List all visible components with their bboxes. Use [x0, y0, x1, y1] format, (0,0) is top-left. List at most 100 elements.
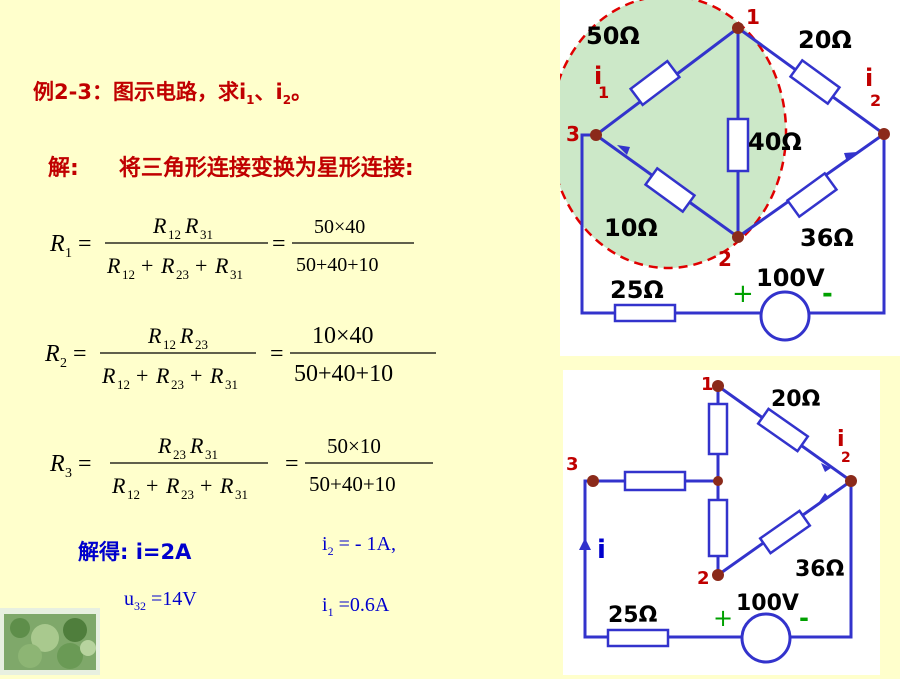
node-1-label: 1	[746, 5, 760, 29]
eq-den-r: R	[155, 363, 170, 388]
result-u32: u32 =14V	[124, 588, 197, 613]
top-wires	[580, 26, 886, 315]
title-i2-sub: 2	[282, 93, 292, 108]
eq-den-value: 50+40+10	[309, 472, 396, 496]
plus-sign: +	[732, 279, 754, 309]
resistor-36	[785, 171, 839, 219]
circuit-bottom-panel: 20Ω 36Ω 25Ω 100V 1 2 3 i 2 i + -	[563, 370, 880, 675]
title-suffix: 。	[291, 80, 313, 104]
label-20b: 20Ω	[771, 387, 821, 412]
resistor-36b	[758, 509, 812, 555]
label-36: 36Ω	[800, 224, 854, 252]
eq-equals: =	[78, 231, 92, 257]
label-10: 10Ω	[604, 214, 658, 242]
eq-den-r: R	[209, 363, 224, 388]
eq-den-plus: +	[146, 473, 158, 498]
top-arrows	[617, 145, 857, 162]
eq-num-a: R	[152, 213, 167, 238]
eq-num-a-sub: 12	[163, 337, 176, 352]
problem-title: 例2-3：图示电路，求i1、i2。	[33, 76, 312, 107]
eq-num-value: 50×40	[314, 216, 365, 238]
eq-equals: =	[73, 341, 87, 367]
node-1b-dot	[712, 380, 724, 392]
eq-num-a: R	[147, 323, 162, 348]
circuit-bottom-diagram: 20Ω 36Ω 25Ω 100V 1 2 3 i 2 i + -	[566, 374, 857, 664]
node-3-label: 3	[566, 122, 580, 146]
plus-sign-b: +	[713, 604, 733, 632]
title-separator: 、	[254, 80, 276, 104]
eq-equals-2: =	[270, 341, 284, 367]
voltage-source-b	[740, 612, 792, 664]
i2-label: i	[865, 64, 873, 92]
top-nodes	[590, 22, 890, 243]
eq-num-b-sub: 23	[195, 337, 208, 352]
eq-equals-2: =	[285, 451, 299, 477]
node-1-dot	[732, 22, 744, 34]
eq-num-value: 50×10	[327, 434, 381, 458]
label-36b: 36Ω	[795, 557, 845, 582]
eq-num-a-sub: 12	[168, 227, 181, 242]
eq-den-sub: 31	[230, 267, 243, 282]
resistor-r1	[707, 402, 729, 456]
eq-num-value: 10×40	[312, 323, 374, 349]
eq-den-r: R	[111, 473, 126, 498]
eq-den-r: R	[101, 363, 116, 388]
node-3b-label: 3	[566, 454, 579, 475]
resistor-r3	[623, 470, 687, 492]
eq-num-b: R	[189, 433, 204, 458]
i2-sub-label: 2	[870, 91, 881, 110]
label-20: 20Ω	[798, 26, 852, 54]
eq-den-sub: 23	[181, 487, 194, 502]
title-i1-sub: 1	[246, 93, 255, 108]
title-text: 例2-3：图示电路，求	[33, 80, 239, 104]
eq-den-plus: +	[195, 253, 207, 278]
result-i2: i2 = - 1A,	[322, 533, 396, 558]
i1-sub-label: 1	[598, 83, 609, 102]
title-i2: i	[275, 80, 283, 104]
resistor-25	[613, 303, 677, 323]
node-right-dot	[878, 128, 890, 140]
solution-text: 将三角形连接变换为星形连接:	[118, 156, 414, 181]
i-current-label: i	[597, 535, 606, 565]
circuit-top-diagram: 50Ω 20Ω 40Ω 10Ω 36Ω 25Ω 100V 1 2 3 i 1 i…	[548, 0, 890, 342]
label-40: 40Ω	[748, 128, 802, 156]
eq-num-b: R	[184, 213, 199, 238]
minus-sign: -	[822, 279, 833, 309]
node-center-dot	[713, 476, 723, 486]
solution-heading: 解:将三角形连接变换为星形连接:	[48, 150, 414, 182]
node-2-label: 2	[718, 247, 732, 271]
eq-den-value: 50+40+10	[296, 254, 379, 276]
eq-den-sub: 23	[176, 267, 189, 282]
eq-den-r: R	[106, 253, 121, 278]
eq-den-plus: +	[136, 363, 148, 388]
voltage-source	[759, 290, 811, 342]
eq-den-sub: 23	[171, 377, 184, 392]
node-3-dot	[590, 129, 602, 141]
eq-lhs-sub: 3	[65, 466, 72, 481]
resistor-r2	[707, 498, 729, 558]
node-2-dot	[732, 231, 744, 243]
i2b-sub-label: 2	[841, 450, 851, 466]
eq-lhs: R	[49, 231, 65, 257]
foliage-thumbnail	[0, 608, 100, 675]
eq-den-value: 50+40+10	[294, 361, 393, 387]
resistor-10	[643, 166, 697, 214]
node-right-b-dot	[845, 475, 857, 487]
eq-den-plus: +	[200, 473, 212, 498]
eq-num-a: R	[157, 433, 172, 458]
eq-den-r: R	[165, 473, 180, 498]
node-1b-label: 1	[701, 374, 714, 395]
resistor-40	[726, 117, 750, 173]
title-i1: i	[238, 80, 247, 104]
eq-lhs: R	[49, 451, 65, 477]
eq-den-r: R	[160, 253, 175, 278]
bottom-nodes	[587, 380, 857, 581]
label-50: 50Ω	[586, 22, 640, 50]
delta-highlight-oval	[548, 0, 788, 270]
eq-lhs: R	[44, 341, 60, 367]
top-resistors	[613, 58, 842, 323]
bottom-resistors	[606, 402, 812, 648]
eq-den-r: R	[219, 473, 234, 498]
label-25: 25Ω	[610, 276, 664, 304]
